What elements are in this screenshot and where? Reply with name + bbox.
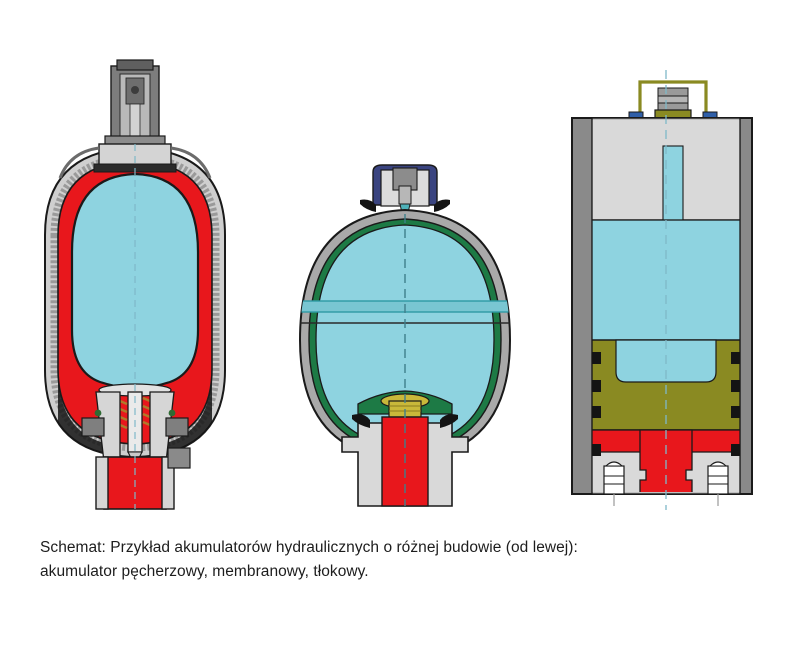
diaphragm-gas-valve-cap [360,164,450,219]
diagram-diaphragm-accumulator [298,164,512,507]
diagram-piston-accumulator [571,70,753,510]
accumulator-cross-sections-diagram [44,59,753,510]
caption-line-1: Schemat: Przykład akumulatorów hydraulic… [40,539,578,556]
diagram-bladder-accumulator [44,59,226,510]
figure-area [44,59,753,510]
diaphragm-oil-port [341,414,469,507]
bladder-poppet-valve [81,383,189,468]
piston-valve-guard [638,80,708,120]
bladder-gas-valve-assembly [104,59,166,147]
figure-caption: Schemat: Przykład akumulatorów hydraulic… [40,536,740,584]
caption-line-2: akumulator pęcherzowy, membranowy, tłoko… [40,563,369,581]
piston-bottom-cap-bolts [603,461,729,506]
bladder-shell-texture [50,153,220,452]
